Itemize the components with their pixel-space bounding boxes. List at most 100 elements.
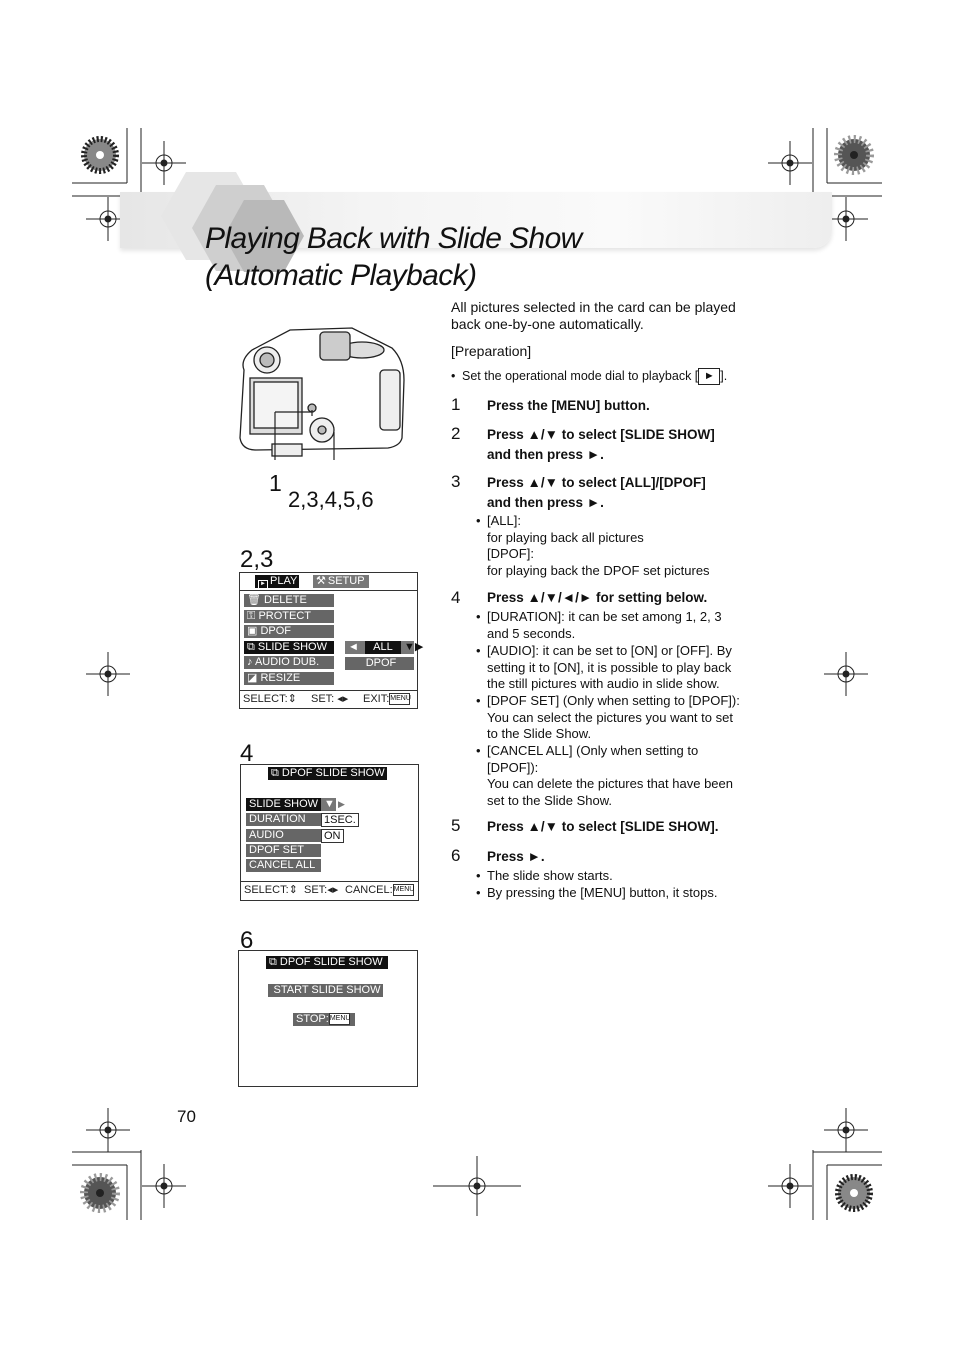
setting-label: SLIDE SHOW: [249, 798, 319, 810]
trash-icon: 🗑: [247, 594, 265, 606]
menu-item-resize[interactable]: ◪ RESIZE: [244, 672, 334, 685]
resize-icon: ◪: [247, 672, 261, 684]
step-4-bullet-audio: [AUDIO]: it can be set to [ON] or [OFF].…: [476, 643, 732, 693]
step-line: Press ►.: [487, 849, 545, 864]
setting-audio[interactable]: AUDIO: [246, 829, 321, 842]
microphone-icon: ♪: [247, 656, 255, 668]
footer-set-label: SET:: [304, 884, 328, 896]
bullet-line: to the Slide Show.: [487, 726, 592, 741]
left-arrow-icon: ◄: [348, 641, 359, 653]
setting-label: DPOF SET: [249, 844, 305, 856]
tab-play[interactable]: ►PLAY: [255, 575, 299, 589]
bullet-line: set to the Slide Show.: [487, 792, 613, 808]
bullet-line: [ALL]:: [487, 513, 521, 528]
intro-text: All pictures selected in the card can be…: [451, 299, 761, 333]
page-title: Playing Back with Slide Show (Automatic …: [205, 220, 582, 294]
step-line: Press ▲/▼ to select [SLIDE SHOW]: [487, 427, 715, 442]
setting-slide-show[interactable]: SLIDE SHOW: [246, 798, 321, 811]
dpof-slide-show-settings-screen: ⧉ DPOF SLIDE SHOW SLIDE SHOW ▼ ▶ DURATIO…: [240, 764, 419, 901]
step-6-bullet-stops: By pressing the [MENU] button, it stops.: [476, 885, 718, 902]
up-down-arrow-icon: ▼▶: [404, 641, 424, 653]
page-title-line-2: (Automatic Playback): [205, 259, 477, 292]
option-all[interactable]: ALL: [364, 641, 401, 654]
footer-cancel: CANCEL:MENU: [345, 884, 414, 897]
menu-item-label: SLIDE SHOW: [257, 641, 327, 653]
step-5-number: 5: [451, 816, 461, 835]
bullet-line: [DPOF]:: [487, 546, 534, 561]
up-down-icon: ⇕: [288, 884, 298, 896]
step-3-bullet: [ALL]: for playing back all pictures [DP…: [476, 513, 710, 579]
option-dpof[interactable]: DPOF: [345, 657, 414, 670]
bullet-line: setting it to [ON], it is possible to pl…: [487, 659, 732, 675]
left-right-icon: ◂▸: [327, 884, 339, 896]
preparation-text-post: ].: [720, 369, 728, 383]
slideshow-icon: ⧉: [269, 956, 280, 968]
step-1-text: Press the [MENU] button.: [487, 396, 650, 416]
intro-text-content: All pictures selected in the card can be…: [451, 299, 736, 332]
step-3-number: 3: [451, 472, 461, 491]
slideshow-icon: ⧉: [271, 767, 282, 779]
slide-show-option-all-row[interactable]: ◄ ALL ▼▶: [345, 641, 423, 654]
setting-label: CANCEL ALL: [249, 859, 316, 871]
slideshow-icon: ⧉: [247, 641, 258, 653]
tab-setup-label: SETUP: [327, 575, 365, 587]
menu-item-dpof[interactable]: ▣ DPOF: [244, 625, 334, 638]
left-right-icon: ◂▸: [334, 693, 349, 705]
setting-cancel-all[interactable]: CANCEL ALL: [246, 859, 321, 872]
footer-select-label: SELECT:: [243, 693, 288, 705]
bullet-line: [AUDIO]: it can be set to [ON] or [OFF].…: [487, 643, 732, 658]
preparation-text-pre: Set the operational mode dial to playbac…: [462, 369, 699, 383]
footer-set-label: SET:: [311, 693, 335, 705]
menu-item-delete[interactable]: 🗑 DELETE: [244, 594, 334, 607]
tab-play-label: PLAY: [270, 575, 298, 587]
start-slide-show-button[interactable]: START SLIDE SHOW: [268, 984, 383, 997]
right-arrow-icon: ▶: [338, 799, 345, 809]
screen2-title: ⧉ DPOF SLIDE SHOW: [268, 767, 387, 780]
setting-duration[interactable]: DURATION: [246, 813, 321, 826]
camera-illustration: [239, 327, 405, 460]
bullet-line: You can delete the pictures that have be…: [487, 776, 733, 791]
step-4-bullet-cancel-all: [CANCEL ALL] (Only when setting to [DPOF…: [476, 743, 733, 809]
menu-item-label: RESIZE: [260, 672, 301, 684]
screen3-title: ⧉ DPOF SLIDE SHOW: [266, 956, 388, 969]
setting-label: AUDIO: [249, 829, 284, 841]
menu-item-label: AUDIO DUB.: [254, 656, 320, 668]
tab-setup[interactable]: ⚒SETUP: [313, 575, 369, 588]
step-4-number: 4: [451, 588, 461, 607]
footer-select: SELECT:⇕: [243, 693, 297, 706]
up-down-icon: ⇕: [287, 693, 297, 705]
menu-item-slide-show[interactable]: ⧉ SLIDE SHOW: [244, 641, 334, 654]
setting-dpof-set[interactable]: DPOF SET: [246, 844, 321, 857]
print-icon: ▣: [247, 625, 261, 637]
footer-set: SET:◂▸: [304, 884, 338, 897]
footer-select-label: SELECT:: [244, 884, 289, 896]
screen3-label: 6: [240, 927, 254, 954]
step-2-number: 2: [451, 424, 461, 443]
step-line: and then press ►.: [487, 495, 604, 510]
page-title-line-1: Playing Back with Slide Show: [205, 222, 582, 255]
step-4-text: Press ▲/▼/◄/► for setting below.: [487, 588, 707, 608]
bullet-line: the still pictures with audio in slide s…: [487, 676, 720, 691]
step-line: and then press ►.: [487, 447, 604, 462]
footer-select: SELECT:⇕: [244, 884, 298, 897]
bullet-line: The slide show starts.: [487, 868, 613, 883]
bullet-line: and 5 seconds.: [487, 625, 576, 641]
step-4-bullet-duration: [DURATION]: it can be set among 1, 2, 3 …: [476, 609, 722, 642]
menu-item-protect[interactable]: ⚿ PROTECT: [244, 610, 334, 623]
menu-item-label: DELETE: [264, 594, 307, 606]
step-6-number: 6: [451, 846, 461, 865]
menu-button-icon: MENU: [392, 884, 414, 897]
preparation-label: [Preparation]: [451, 343, 532, 359]
footer-set: SET: ◂▸: [311, 693, 348, 706]
step-6-text: Press ►.: [487, 847, 545, 867]
step-line: Press the [MENU] button.: [487, 398, 650, 413]
menu-item-audio-dub[interactable]: ♪ AUDIO DUB.: [244, 656, 334, 669]
duration-value[interactable]: 1SEC.: [321, 813, 359, 827]
bullet-line: [CANCEL ALL] (Only when setting to: [487, 743, 699, 758]
audio-value[interactable]: ON: [321, 829, 344, 843]
screen1-label: 2,3: [240, 546, 274, 573]
step-line: Press ▲/▼/◄/► for setting below.: [487, 590, 708, 605]
bullet-line: [DURATION]: it can be set among 1, 2, 3: [487, 609, 722, 624]
playback-menu-screen: ►PLAY ⚒SETUP 🗑 DELETE ⚿ PROTECT ▣ DPOF ⧉…: [239, 572, 423, 709]
